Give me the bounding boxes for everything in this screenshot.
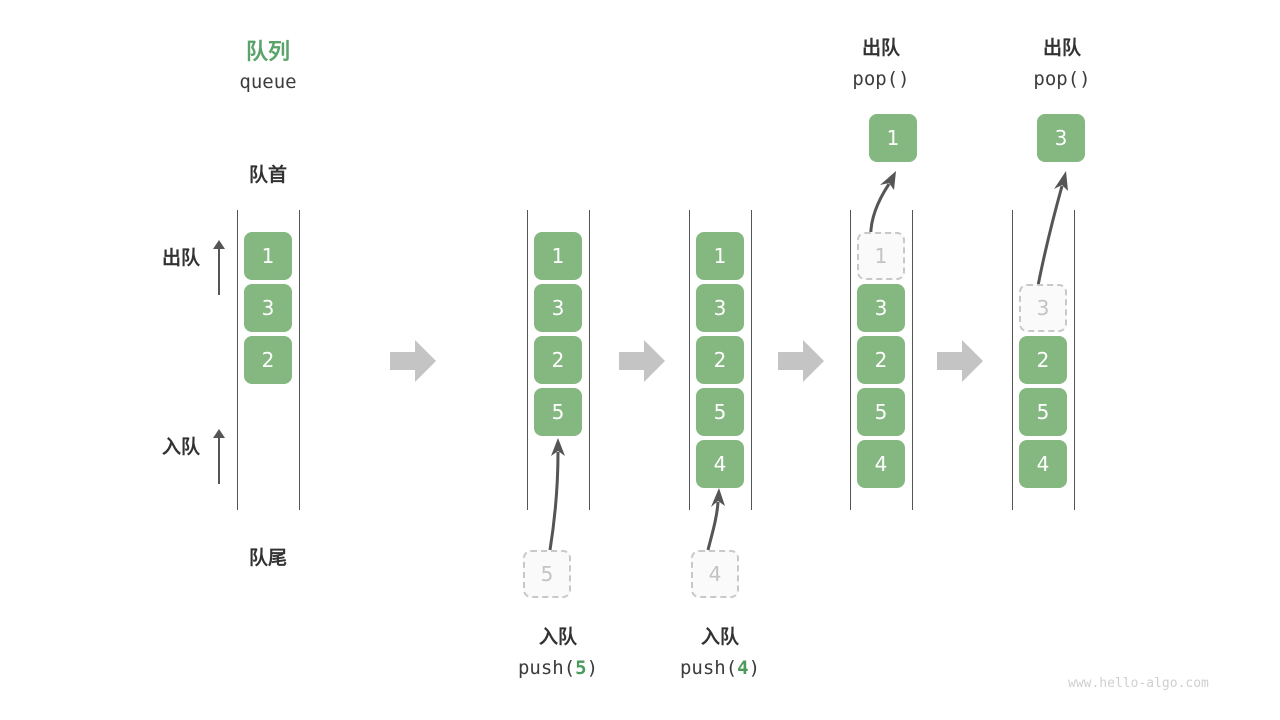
queue-cell: 2 [696, 336, 744, 384]
popped-element: 3 [1037, 114, 1085, 162]
queue-title-en: queue [239, 71, 297, 93]
push-code-suffix: ) [748, 657, 761, 679]
step-arrow-icon [390, 340, 436, 386]
queue-cell: 5 [696, 388, 744, 436]
push-caption-code: push(5) [478, 657, 638, 679]
queue-rail-left [527, 210, 528, 510]
queue-rail-left [689, 210, 690, 510]
queue-cell-new: 5 [534, 388, 582, 436]
queue-cell: 2 [534, 336, 582, 384]
push-code-prefix: push( [679, 657, 738, 679]
push-caption-code: push(4) [640, 657, 800, 679]
queue-cell: 2 [1019, 336, 1067, 384]
queue-rail-left [850, 210, 851, 510]
pop-caption-code: pop() [1033, 68, 1091, 90]
push-caption-cn: 入队 [538, 626, 577, 648]
step-arrow-icon [619, 340, 665, 386]
queue-cell: 3 [857, 284, 905, 332]
push-caption-cn: 入队 [700, 626, 739, 648]
queue-cell: 3 [696, 284, 744, 332]
push-arrow-icon [520, 430, 590, 559]
dequeue-arrow-icon [213, 240, 225, 295]
incoming-element: 5 [523, 550, 571, 598]
push-code-suffix: ) [586, 657, 599, 679]
pop-caption-cn: 出队 [861, 37, 900, 59]
dequeue-direction-label: 出队 [161, 247, 200, 269]
queue-cell: 1 [244, 232, 292, 280]
queue-rail-left [1012, 210, 1013, 510]
queue-cell-removed: 1 [857, 232, 905, 280]
queue-title-cn: 队列 [245, 40, 290, 65]
queue-cell: 4 [1019, 440, 1067, 488]
watermark: www.hello-algo.com [1068, 676, 1209, 691]
pop-arrow-icon [1018, 160, 1088, 304]
queue-cell-removed: 3 [1019, 284, 1067, 332]
push-arrow-icon [690, 482, 750, 558]
front-label: 队首 [248, 164, 287, 186]
queue-rail-right [751, 210, 752, 510]
queue-cell: 2 [244, 336, 292, 384]
queue-cell: 3 [534, 284, 582, 332]
incoming-element: 4 [691, 550, 739, 598]
enqueue-direction-label: 入队 [161, 436, 200, 458]
step-arrow-icon [778, 340, 824, 386]
queue-rail-right [912, 210, 913, 510]
step-arrow-icon [937, 340, 983, 386]
queue-rail-left [237, 210, 238, 510]
pop-caption-code: pop() [852, 68, 910, 90]
queue-cell: 3 [244, 284, 292, 332]
queue-rail-right [589, 210, 590, 510]
queue-cell: 5 [1019, 388, 1067, 436]
queue-cell-new: 4 [696, 440, 744, 488]
queue-rail-right [299, 210, 300, 510]
queue-cell: 2 [857, 336, 905, 384]
enqueue-arrow-icon [213, 429, 225, 484]
queue-cell: 5 [857, 388, 905, 436]
pop-caption-cn: 出队 [1042, 37, 1081, 59]
queue-rail-right [1074, 210, 1075, 510]
queue-cell: 4 [857, 440, 905, 488]
queue-cell: 1 [696, 232, 744, 280]
back-label: 队尾 [248, 547, 287, 569]
push-code-prefix: push( [517, 657, 576, 679]
queue-cell: 1 [534, 232, 582, 280]
push-code-value: 4 [737, 657, 749, 679]
push-code-value: 5 [575, 657, 587, 679]
popped-element: 1 [869, 114, 917, 162]
